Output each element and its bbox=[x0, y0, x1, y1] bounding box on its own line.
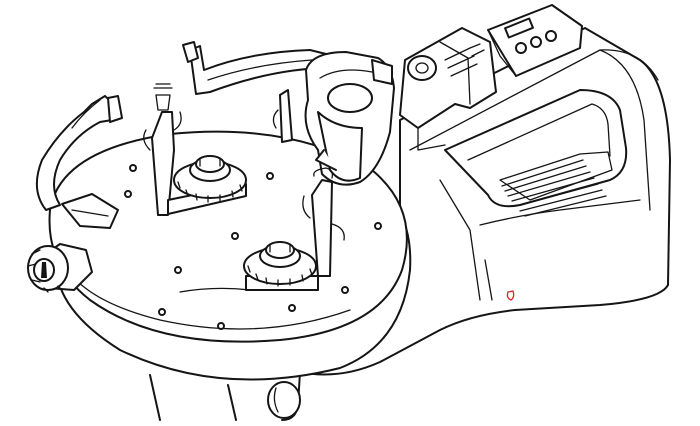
pedestal-knob bbox=[267, 381, 301, 419]
turntable-holes bbox=[124, 164, 382, 330]
red-indicator-mark bbox=[506, 290, 515, 301]
panel-button-2[interactable] bbox=[530, 36, 542, 48]
lock-knob-upper bbox=[167, 155, 247, 215]
side-recess bbox=[444, 89, 628, 208]
gripper-pulley bbox=[407, 55, 437, 81]
lock-knob-lower bbox=[243, 241, 319, 291]
tension-head bbox=[399, 27, 497, 151]
mounting-posts bbox=[143, 83, 345, 277]
control-panel bbox=[487, 4, 583, 77]
panel-button-3[interactable] bbox=[545, 30, 557, 42]
display-screen bbox=[504, 17, 534, 39]
pedestal bbox=[149, 371, 301, 421]
front-adjust-knob bbox=[27, 243, 93, 293]
left-clamp bbox=[151, 111, 175, 216]
turntable-slot bbox=[179, 287, 251, 293]
center-tower bbox=[304, 51, 395, 186]
right-clamp bbox=[311, 179, 333, 277]
left-support-arm bbox=[35, 95, 123, 229]
panel-button-1[interactable] bbox=[515, 42, 527, 54]
